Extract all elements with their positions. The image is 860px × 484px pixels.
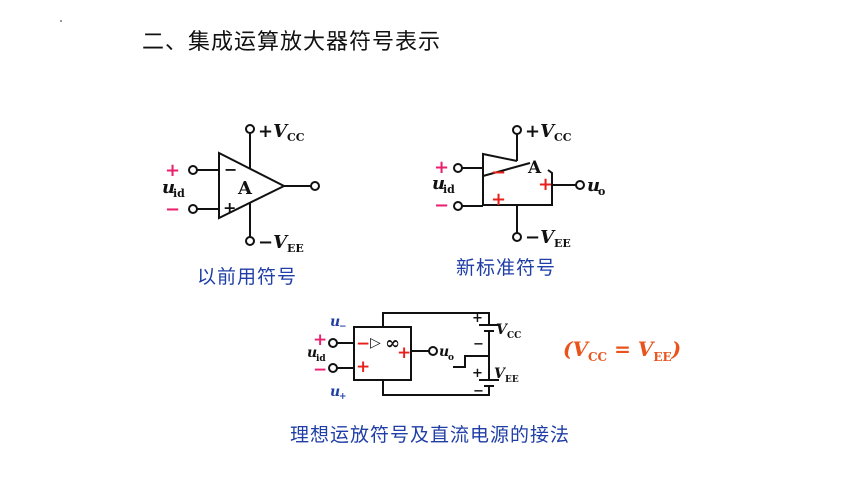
eq-vcc: V	[572, 337, 588, 361]
slide-dot	[60, 20, 62, 22]
page-title: 二、集成运算放大器符号表示	[142, 30, 442, 55]
ideal-uid-sub: id	[316, 354, 326, 364]
new-vcc-label: +V	[525, 121, 556, 142]
old-vcc-sub: CC	[287, 131, 305, 144]
new-uid-sub: id	[443, 183, 455, 196]
old-vcc-label: +V	[258, 121, 289, 142]
new-amp-letter: A	[527, 158, 542, 178]
caption-old-symbol: 以前用符号	[197, 266, 298, 288]
ideal-vee-sub: EE	[505, 375, 519, 385]
new-opamp-symbol	[453, 125, 585, 242]
new-pink-plus: +	[434, 157, 449, 178]
vee-battery-plus: +	[472, 366, 483, 381]
eq-vcc-sub: CC	[588, 350, 608, 364]
old-opamp-symbol	[188, 124, 320, 246]
new-pink-minus: −	[434, 195, 449, 216]
ideal-opamp-circuit	[328, 312, 499, 396]
new-vee-label: −V	[525, 227, 556, 248]
old-vee-sub: EE	[287, 242, 304, 255]
ideal-u-minus-sub: −	[339, 322, 347, 332]
old-pink-minus: −	[165, 199, 180, 220]
old-opamp-triangle	[218, 151, 287, 220]
eq-vee: V	[637, 337, 654, 361]
vee-battery-minus: −	[473, 384, 484, 399]
ideal-uo-u: u	[439, 344, 449, 360]
ideal-vee-v: V	[494, 366, 507, 382]
ideal-u-minus: u	[330, 314, 340, 330]
caption-new-symbol: 新标准符号	[456, 257, 557, 279]
ideal-uo-sub: o	[448, 353, 454, 363]
old-plus-input: +	[223, 198, 236, 217]
new-vcc-sub: CC	[554, 131, 572, 144]
vcc-battery-plus: +	[472, 311, 483, 326]
eq-close-paren: )	[671, 337, 682, 361]
old-pink-plus: +	[165, 160, 180, 181]
new-red-minus: −	[491, 162, 506, 183]
vcc-equals-vee-note: (VCC = VEE)	[563, 337, 681, 364]
old-uid-sub: id	[173, 187, 185, 200]
ideal-uid-u: u	[307, 345, 317, 361]
ideal-pink-plus: +	[313, 330, 327, 350]
old-minus-input: −	[224, 160, 237, 179]
vcc-battery-minus: −	[473, 337, 484, 352]
new-red-plus-in: +	[491, 189, 506, 210]
new-uo-sub: o	[598, 185, 605, 198]
ideal-vcc-sub: CC	[507, 331, 521, 341]
ideal-triangle-mark: ▷	[370, 335, 381, 351]
new-vee-sub: EE	[554, 237, 571, 250]
eq-vee-sub: EE	[653, 350, 672, 364]
ideal-red-plus-in: +	[356, 357, 370, 377]
old-vee-label: −V	[258, 232, 289, 253]
ideal-pink-minus: −	[313, 360, 327, 380]
new-uid-u: u	[432, 173, 445, 194]
old-uid-u: u	[162, 177, 175, 198]
ideal-u-plus-sub: +	[339, 392, 347, 402]
eq-equals: =	[607, 337, 638, 361]
ideal-red-minus: −	[356, 334, 370, 354]
ideal-infinity: ∞	[385, 333, 400, 354]
ideal-u-plus: u	[330, 384, 340, 400]
ideal-red-plus-out: +	[397, 343, 411, 363]
caption-ideal-symbol: 理想运放符号及直流电源的接法	[290, 424, 571, 446]
eq-open-paren: (	[563, 337, 573, 361]
new-red-plus-out: +	[538, 174, 553, 195]
new-uo-u: u	[587, 175, 600, 196]
ideal-vcc-v: V	[496, 322, 509, 338]
old-amp-letter: A	[237, 178, 253, 199]
